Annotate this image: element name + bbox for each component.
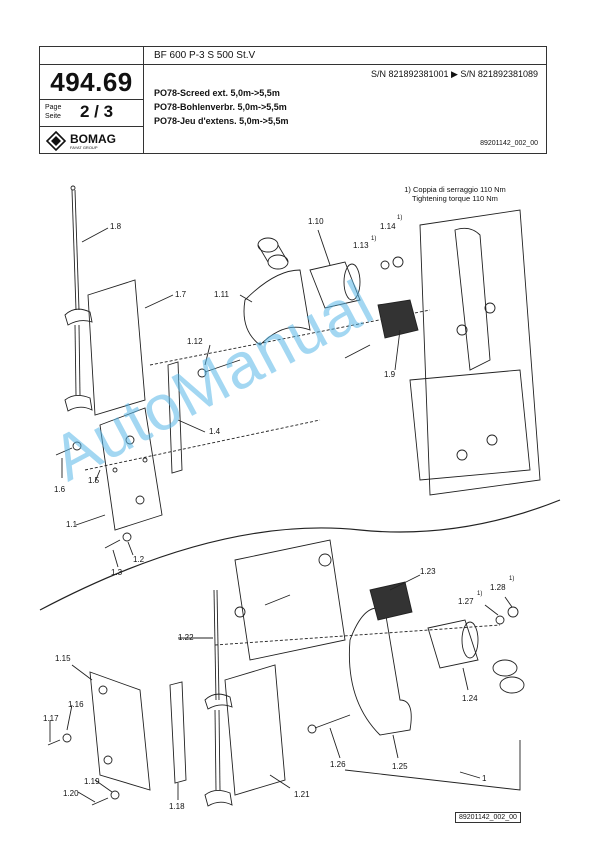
callout-1-16: 1.16	[68, 700, 84, 709]
bomag-logo: BOMAG FAYAT GROUP	[45, 130, 138, 152]
footnote-mark: 1)	[397, 215, 403, 221]
header-block: BF 600 P-3 S 500 St.V 494.69 Page Seite …	[39, 46, 547, 154]
serial-range: S/N 821892381001 ▶ S/N 821892381089	[370, 69, 538, 79]
drawing-reference: 89201142_002_00	[480, 140, 538, 147]
callout-1-1: 1.1	[66, 520, 78, 529]
callout-1-21: 1.21	[294, 790, 310, 799]
callout-1: 1	[482, 774, 487, 783]
doc-number: 494.69	[50, 67, 133, 97]
callout-1-6: 1.6	[54, 485, 66, 494]
title-de: PO78-Bohlenverbr. 5,0m->5,5m	[154, 102, 287, 112]
callout-1-26: 1.26	[330, 760, 346, 769]
callout-1-3: 1.3	[111, 568, 123, 577]
logo-sub: FAYAT GROUP	[70, 145, 98, 150]
callout-1-18: 1.18	[169, 802, 185, 811]
callout-1-22: 1.22	[178, 633, 194, 642]
callout-1-20: 1.20	[63, 789, 79, 798]
footnote-mark: 1)	[509, 576, 515, 582]
callout-1-23: 1.23	[420, 567, 436, 576]
page-number: 2 / 3	[80, 102, 114, 121]
divider	[40, 64, 143, 65]
callout-1-15: 1.15	[55, 654, 71, 663]
page-label-de: Seite	[45, 113, 61, 120]
callout-1-9: 1.9	[384, 370, 396, 379]
callout-1-19: 1.19	[84, 777, 100, 786]
torque-note-it: 1) Coppia di serraggio 110 Nm	[404, 185, 506, 194]
torque-note: 1) Coppia di serraggio 110 Nm Tightening…	[360, 185, 550, 203]
divider	[40, 126, 143, 127]
model-name: BF 600 P-3 S 500 St.V	[154, 50, 256, 61]
callout-1-12: 1.12	[187, 337, 203, 346]
callout-1-5: 1.5	[88, 476, 100, 485]
footnote-mark: 1)	[477, 591, 483, 597]
divider	[143, 47, 144, 153]
callout-1-13: 1.13	[353, 241, 369, 250]
callout-1-4: 1.4	[209, 427, 221, 436]
page-label-en: Page	[45, 104, 62, 111]
title-en: PO78-Screed ext. 5,0m->5,5m	[154, 88, 280, 98]
callout-1-17: 1.17	[43, 714, 59, 723]
callout-1-28: 1.28	[490, 583, 506, 592]
callout-1-27: 1.27	[458, 597, 474, 606]
callout-1-25: 1.25	[392, 762, 408, 771]
callout-1-10: 1.10	[308, 217, 324, 226]
callout-1-8: 1.8	[110, 222, 122, 231]
callout-1-24: 1.24	[462, 694, 478, 703]
callout-1-11: 1.11	[214, 290, 229, 299]
footnote-mark: 1)	[371, 236, 377, 242]
page-label: Page Seite	[45, 103, 61, 121]
title-it: PO78-Jeu d'extens. 5,0m->5,5m	[154, 116, 289, 126]
footer-reference: 89201142_002_00	[455, 812, 521, 823]
callout-1-14: 1.14	[380, 222, 396, 231]
callout-1-2: 1.2	[133, 555, 145, 564]
callout-1-7: 1.7	[175, 290, 187, 299]
logo-text: BOMAG	[70, 132, 116, 146]
divider	[143, 64, 546, 65]
divider	[40, 99, 143, 100]
torque-note-en: Tightening torque 110 Nm	[412, 194, 498, 203]
